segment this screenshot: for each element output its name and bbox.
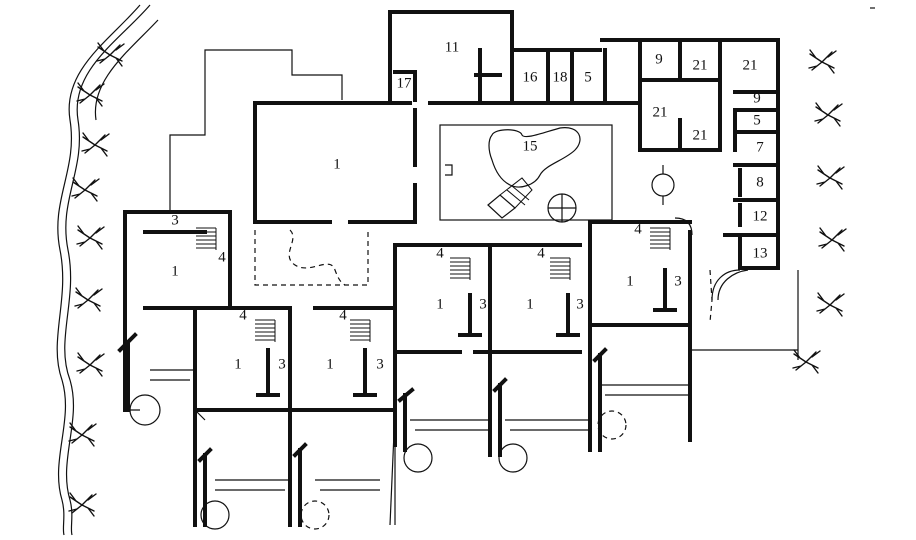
label-room-1-left: 1 (171, 263, 179, 279)
label-room-3-left: 3 (171, 212, 179, 228)
walls (123, 10, 780, 527)
label-room-8: 8 (756, 174, 764, 190)
label-room-3-unit-d: 3 (576, 296, 584, 312)
label-room-1-unit-c: 1 (436, 296, 444, 312)
label-room-4-left: 4 (218, 249, 226, 265)
riverbank (56, 4, 159, 536)
label-room-13: 13 (753, 245, 768, 261)
label-room-1-unit-a: 1 (234, 356, 242, 372)
label-room-3-unit-b: 3 (376, 356, 384, 372)
label-room-1-hall: 1 (333, 156, 341, 172)
label-room-4-unit-e: 4 (634, 221, 642, 237)
label-room-18: 18 (553, 69, 568, 85)
label-room-4-unit-b: 4 (339, 307, 347, 323)
label-room-16: 16 (523, 69, 539, 85)
trees-right (792, 49, 847, 374)
trees-left (68, 42, 125, 517)
label-room-21-a: 21 (693, 57, 708, 73)
stairs (196, 217, 749, 342)
label-room-3-unit-c: 3 (479, 296, 487, 312)
label-room-3-unit-a: 3 (278, 356, 286, 372)
terraces (117, 332, 690, 530)
label-room-1-unit-d: 1 (526, 296, 534, 312)
label-room-4-unit-a: 4 (239, 307, 247, 323)
label-room-21-c: 21 (653, 104, 668, 120)
label-room-17: 17 (397, 75, 413, 91)
label-room-15: 15 (523, 138, 538, 154)
label-room-5-top: 5 (584, 69, 592, 85)
label-room-4-unit-c: 4 (436, 245, 444, 261)
label-room-11: 11 (445, 39, 459, 55)
label-room-9-right: 9 (753, 90, 761, 106)
label-room-9-top: 9 (655, 51, 663, 67)
label-room-21-d: 21 (693, 127, 708, 143)
site-outline (169, 7, 875, 360)
courtyard (439, 124, 675, 223)
label-room-1-unit-b: 1 (326, 356, 334, 372)
label-room-3-unit-e: 3 (674, 273, 682, 289)
label-room-5-right: 5 (753, 112, 761, 128)
label-room-21-b: 21 (743, 57, 758, 73)
label-room-7: 7 (756, 139, 764, 155)
label-room-1-unit-e: 1 (626, 273, 634, 289)
label-room-12: 12 (753, 208, 768, 224)
room-labels: 1 1 1 1 1 1 1 3 3 3 3 3 3 4 4 4 4 4 4 5 … (171, 39, 767, 372)
label-room-4-unit-d: 4 (537, 245, 545, 261)
